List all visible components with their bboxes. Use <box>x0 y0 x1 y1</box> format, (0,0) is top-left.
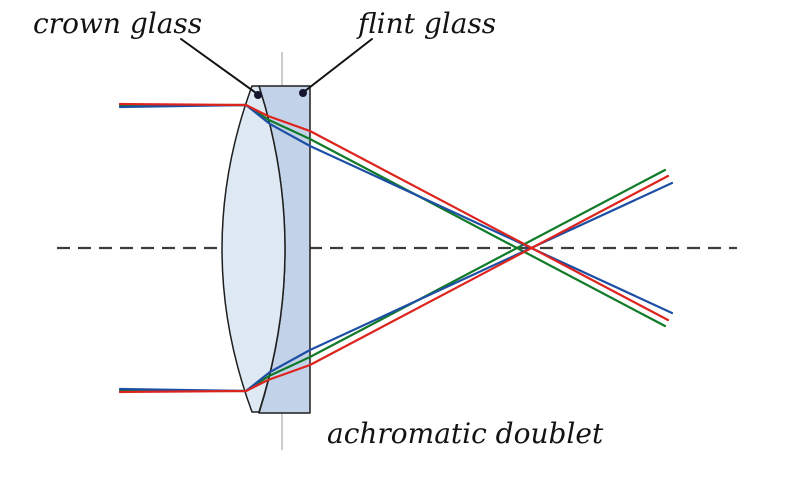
flint-pointer-dot <box>299 89 307 97</box>
crown-lens-shape <box>221 85 286 413</box>
achromatic-doublet-label: achromatic doublet <box>327 417 604 450</box>
flint-pointer-line <box>304 38 373 92</box>
crown-glass-label: crown glass <box>33 7 203 40</box>
ray-red-top <box>118 102 670 322</box>
flint-glass-label: flint glass <box>358 7 497 40</box>
ray-green-bottom <box>118 168 667 393</box>
crown-pointer-line <box>180 38 257 94</box>
ray-green-top <box>118 103 667 328</box>
ray-red-bottom <box>118 174 670 394</box>
crown-pointer-dot <box>254 91 262 99</box>
